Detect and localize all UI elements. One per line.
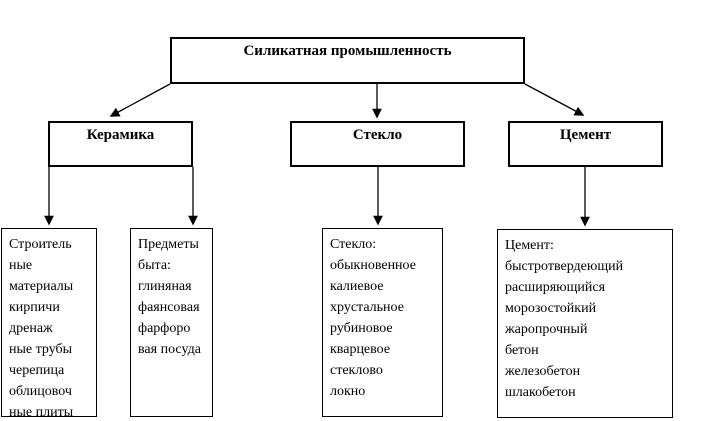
leaf-line: быта: bbox=[138, 258, 171, 273]
leaf-box-cement-types: Цемент: быстротвердеющий расширяющийся моро… bbox=[497, 229, 673, 418]
leaf-line: морозостойкий bbox=[505, 301, 597, 316]
leaf-line: кирпичи bbox=[9, 300, 60, 315]
leaf-line: вая посуда bbox=[138, 342, 201, 357]
leaf-line: шлакобетон bbox=[505, 385, 576, 400]
leaf-box-household-items: Предметы быта: глиняная фаянсовая фарфоро вая… bbox=[130, 228, 213, 417]
leaf-line: Цемент: bbox=[505, 238, 554, 253]
leaf-line: материалы bbox=[9, 279, 74, 294]
leaf-line: бетон bbox=[505, 343, 539, 358]
leaf-line: Стекло: bbox=[330, 237, 377, 252]
root-box-label: Силикатная промышленность bbox=[243, 43, 452, 59]
connector-root-to-ceramics bbox=[109, 83, 171, 117]
branch-box-glass: Стекло bbox=[290, 121, 465, 167]
leaf-line: калиевое bbox=[330, 279, 384, 294]
leaf-line: обыкновенное bbox=[330, 258, 416, 273]
leaf-line: фарфоро bbox=[138, 321, 191, 336]
leaf-line: фаянсовая bbox=[138, 300, 200, 315]
branch-label-ceramics: Керамика bbox=[86, 127, 155, 143]
branch-box-cement: Цемент bbox=[508, 121, 663, 167]
leaf-line: Предметы bbox=[138, 237, 199, 252]
branch-label-glass: Стекло bbox=[352, 127, 403, 143]
leaf-line: хрустальное bbox=[330, 300, 404, 315]
leaf-line: рубиновое bbox=[330, 321, 393, 336]
leaf-line: железобетон bbox=[505, 364, 581, 379]
leaf-box-building-materials: Строитель ные материалы кирпичи дренаж ные тр… bbox=[1, 228, 97, 420]
leaf-line: глиняная bbox=[138, 279, 192, 294]
leaf-line: локно bbox=[330, 384, 366, 399]
leaf-line: ные трубы bbox=[9, 342, 73, 357]
branch-label-cement: Цемент bbox=[559, 127, 612, 143]
leaf-line: ные плиты bbox=[9, 405, 74, 420]
root-box-silicate-industry: Силикатная промышленность bbox=[170, 37, 525, 84]
leaf-line: черепица bbox=[9, 363, 65, 378]
connector-root-to-cement bbox=[524, 83, 585, 116]
leaf-line: Строитель bbox=[9, 237, 72, 252]
leaf-line: ные bbox=[9, 258, 33, 273]
leaf-line: быстротвердеющий bbox=[505, 259, 624, 274]
leaf-line: дренаж bbox=[9, 321, 53, 336]
leaf-line: стеклово bbox=[330, 363, 383, 378]
leaf-box-glass-types: Стекло: обыкновенное калиевое хрустальное ру… bbox=[322, 228, 443, 417]
branch-box-ceramics: Керамика bbox=[48, 121, 193, 167]
leaf-line: облицовоч bbox=[9, 384, 72, 399]
leaf-line: расширяющийся bbox=[505, 280, 606, 295]
leaf-line: жаропрочный bbox=[505, 322, 588, 337]
leaf-line: кварцевое bbox=[330, 342, 391, 357]
